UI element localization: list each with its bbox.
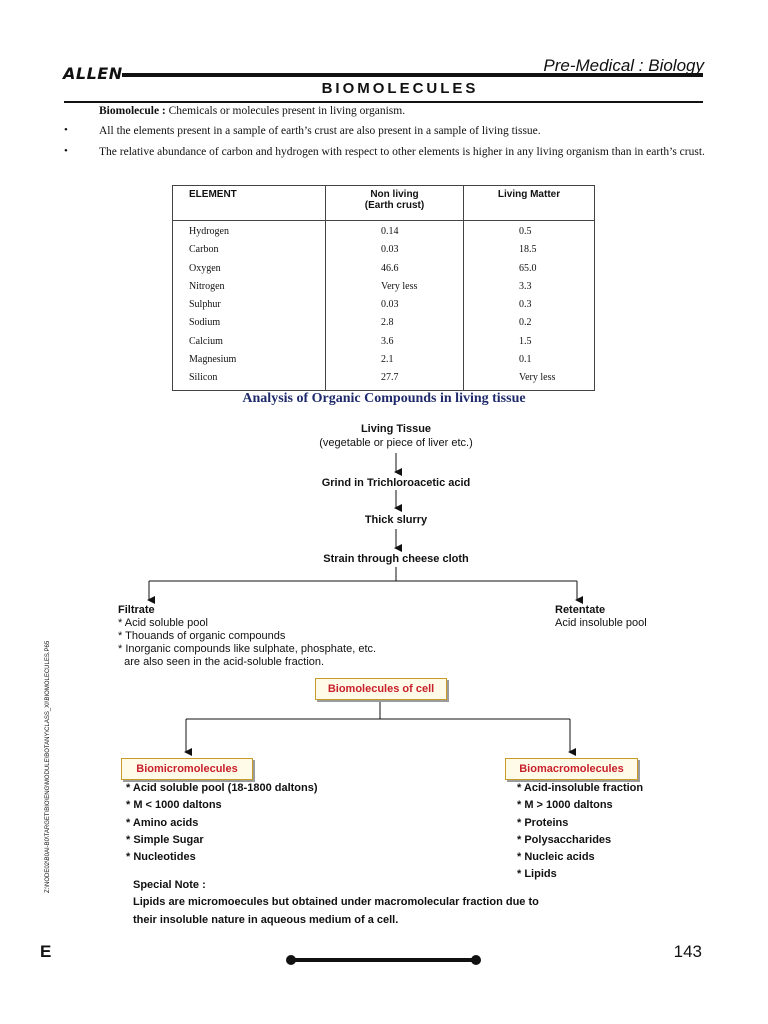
definition: Biomolecule : Chemicals or molecules pre…	[99, 104, 709, 119]
list-item: * Nucleic acids	[517, 851, 595, 864]
step-grind: Grind in Trichloroacetic acid	[321, 477, 471, 489]
filtrate-title: Filtrate	[118, 604, 155, 616]
special-note: Special Note : Lipids are micromoecules …	[133, 877, 613, 929]
bullet-text-1: All the elements present in a sample of …	[99, 125, 541, 137]
list-item: * M > 1000 daltons	[517, 799, 613, 812]
cell-living: 0.5	[463, 220, 595, 244]
allen-logo: ALLEN	[63, 64, 123, 83]
section-title: Analysis of Organic Compounds in living …	[242, 391, 526, 406]
list-item: * M < 1000 daltons	[126, 799, 222, 812]
cell-living: 18.5	[463, 243, 595, 262]
retentate-title: Retentate	[555, 604, 606, 616]
list-item: * Nucleotides	[126, 851, 196, 864]
step-living-tissue-sub: (vegetable or piece of liver etc.)	[319, 437, 473, 449]
list-item: * Polysaccharides	[517, 833, 612, 846]
filtrate-line: are also seen in the acid-soluble fracti…	[118, 656, 325, 668]
cell-living: 0.2	[463, 316, 595, 335]
retentate-line: Acid insoluble pool	[555, 617, 647, 629]
box-biomolecules-of-cell: Biomolecules of cell	[315, 678, 447, 700]
cell-living: 65.0	[463, 261, 595, 280]
cell-living: 1.5	[463, 334, 595, 354]
footer-dot-left	[286, 955, 296, 965]
filtrate-line: * Thouands of organic compounds	[118, 630, 286, 642]
file-path-margin: Z:\NODE02\B0AI-B0\TARGET\BIO\ENG\MODULE\…	[45, 640, 51, 893]
definition-text: Chemicals or molecules present in living…	[168, 105, 406, 117]
box-biomacromolecules: Biomacromolecules	[505, 758, 638, 780]
page-number: 143	[673, 942, 702, 961]
header-non-living-line2: (Earth crust)	[364, 200, 425, 211]
header-non-living-line1: Non living	[370, 189, 419, 200]
bullet-icon: •	[64, 124, 68, 136]
definition-term: Biomolecule :	[99, 105, 166, 117]
note-line: their insoluble nature in aqueous medium…	[133, 913, 399, 926]
page-title: BIOMOLECULES	[321, 80, 479, 97]
title-rule	[64, 101, 703, 103]
macro-list: * Acid-insoluble fraction * M > 1000 dal…	[517, 780, 717, 884]
note-title: Special Note :	[133, 879, 206, 891]
list-item: * Amino acids	[126, 816, 199, 829]
filtrate-block: Filtrate * Acid soluble pool * Thouands …	[118, 604, 438, 669]
step-living-tissue: Living Tissue	[360, 423, 432, 435]
micro-list: * Acid soluble pool (18-1800 daltons) * …	[126, 780, 426, 866]
filtrate-line: * Acid soluble pool	[118, 617, 208, 629]
step-strain: Strain through cheese cloth	[323, 553, 469, 565]
bullet-text-2: The relative abundance of carbon and hyd…	[99, 146, 705, 158]
cell-living: 3.3	[463, 279, 595, 299]
header-living-matter: Living Matter	[463, 185, 595, 221]
list-item: * Proteins	[517, 816, 569, 829]
cell-living: Very less	[463, 371, 595, 391]
note-line: Lipids are micromoecules but obtained un…	[133, 896, 539, 909]
box-biomicromolecules: Biomicromolecules	[121, 758, 253, 780]
step-thick-slurry: Thick slurry	[364, 514, 428, 526]
table-header-row: ELEMENT Non living (Earth crust) Living …	[172, 185, 595, 221]
header-rule	[122, 73, 703, 77]
cell-living: 0.3	[463, 298, 595, 317]
edge-letter: E	[40, 942, 52, 961]
footer-dot-right	[471, 955, 481, 965]
list-item: * Lipids	[517, 868, 557, 881]
bullet-icon: •	[64, 145, 68, 157]
element-abundance-table: ELEMENT Non living (Earth crust) Living …	[172, 185, 595, 391]
list-item: * Acid-insoluble fraction	[517, 782, 644, 794]
retentate-block: Retentate Acid insoluble pool	[555, 604, 715, 630]
course-title: Pre-Medical : Biology	[543, 56, 704, 75]
list-item: * Simple Sugar	[126, 833, 204, 846]
filtrate-line: * Inorganic compounds like sulphate, pho…	[118, 643, 377, 655]
cell-living: 0.1	[463, 353, 595, 372]
list-item: * Acid soluble pool (18-1800 daltons)	[126, 782, 318, 794]
